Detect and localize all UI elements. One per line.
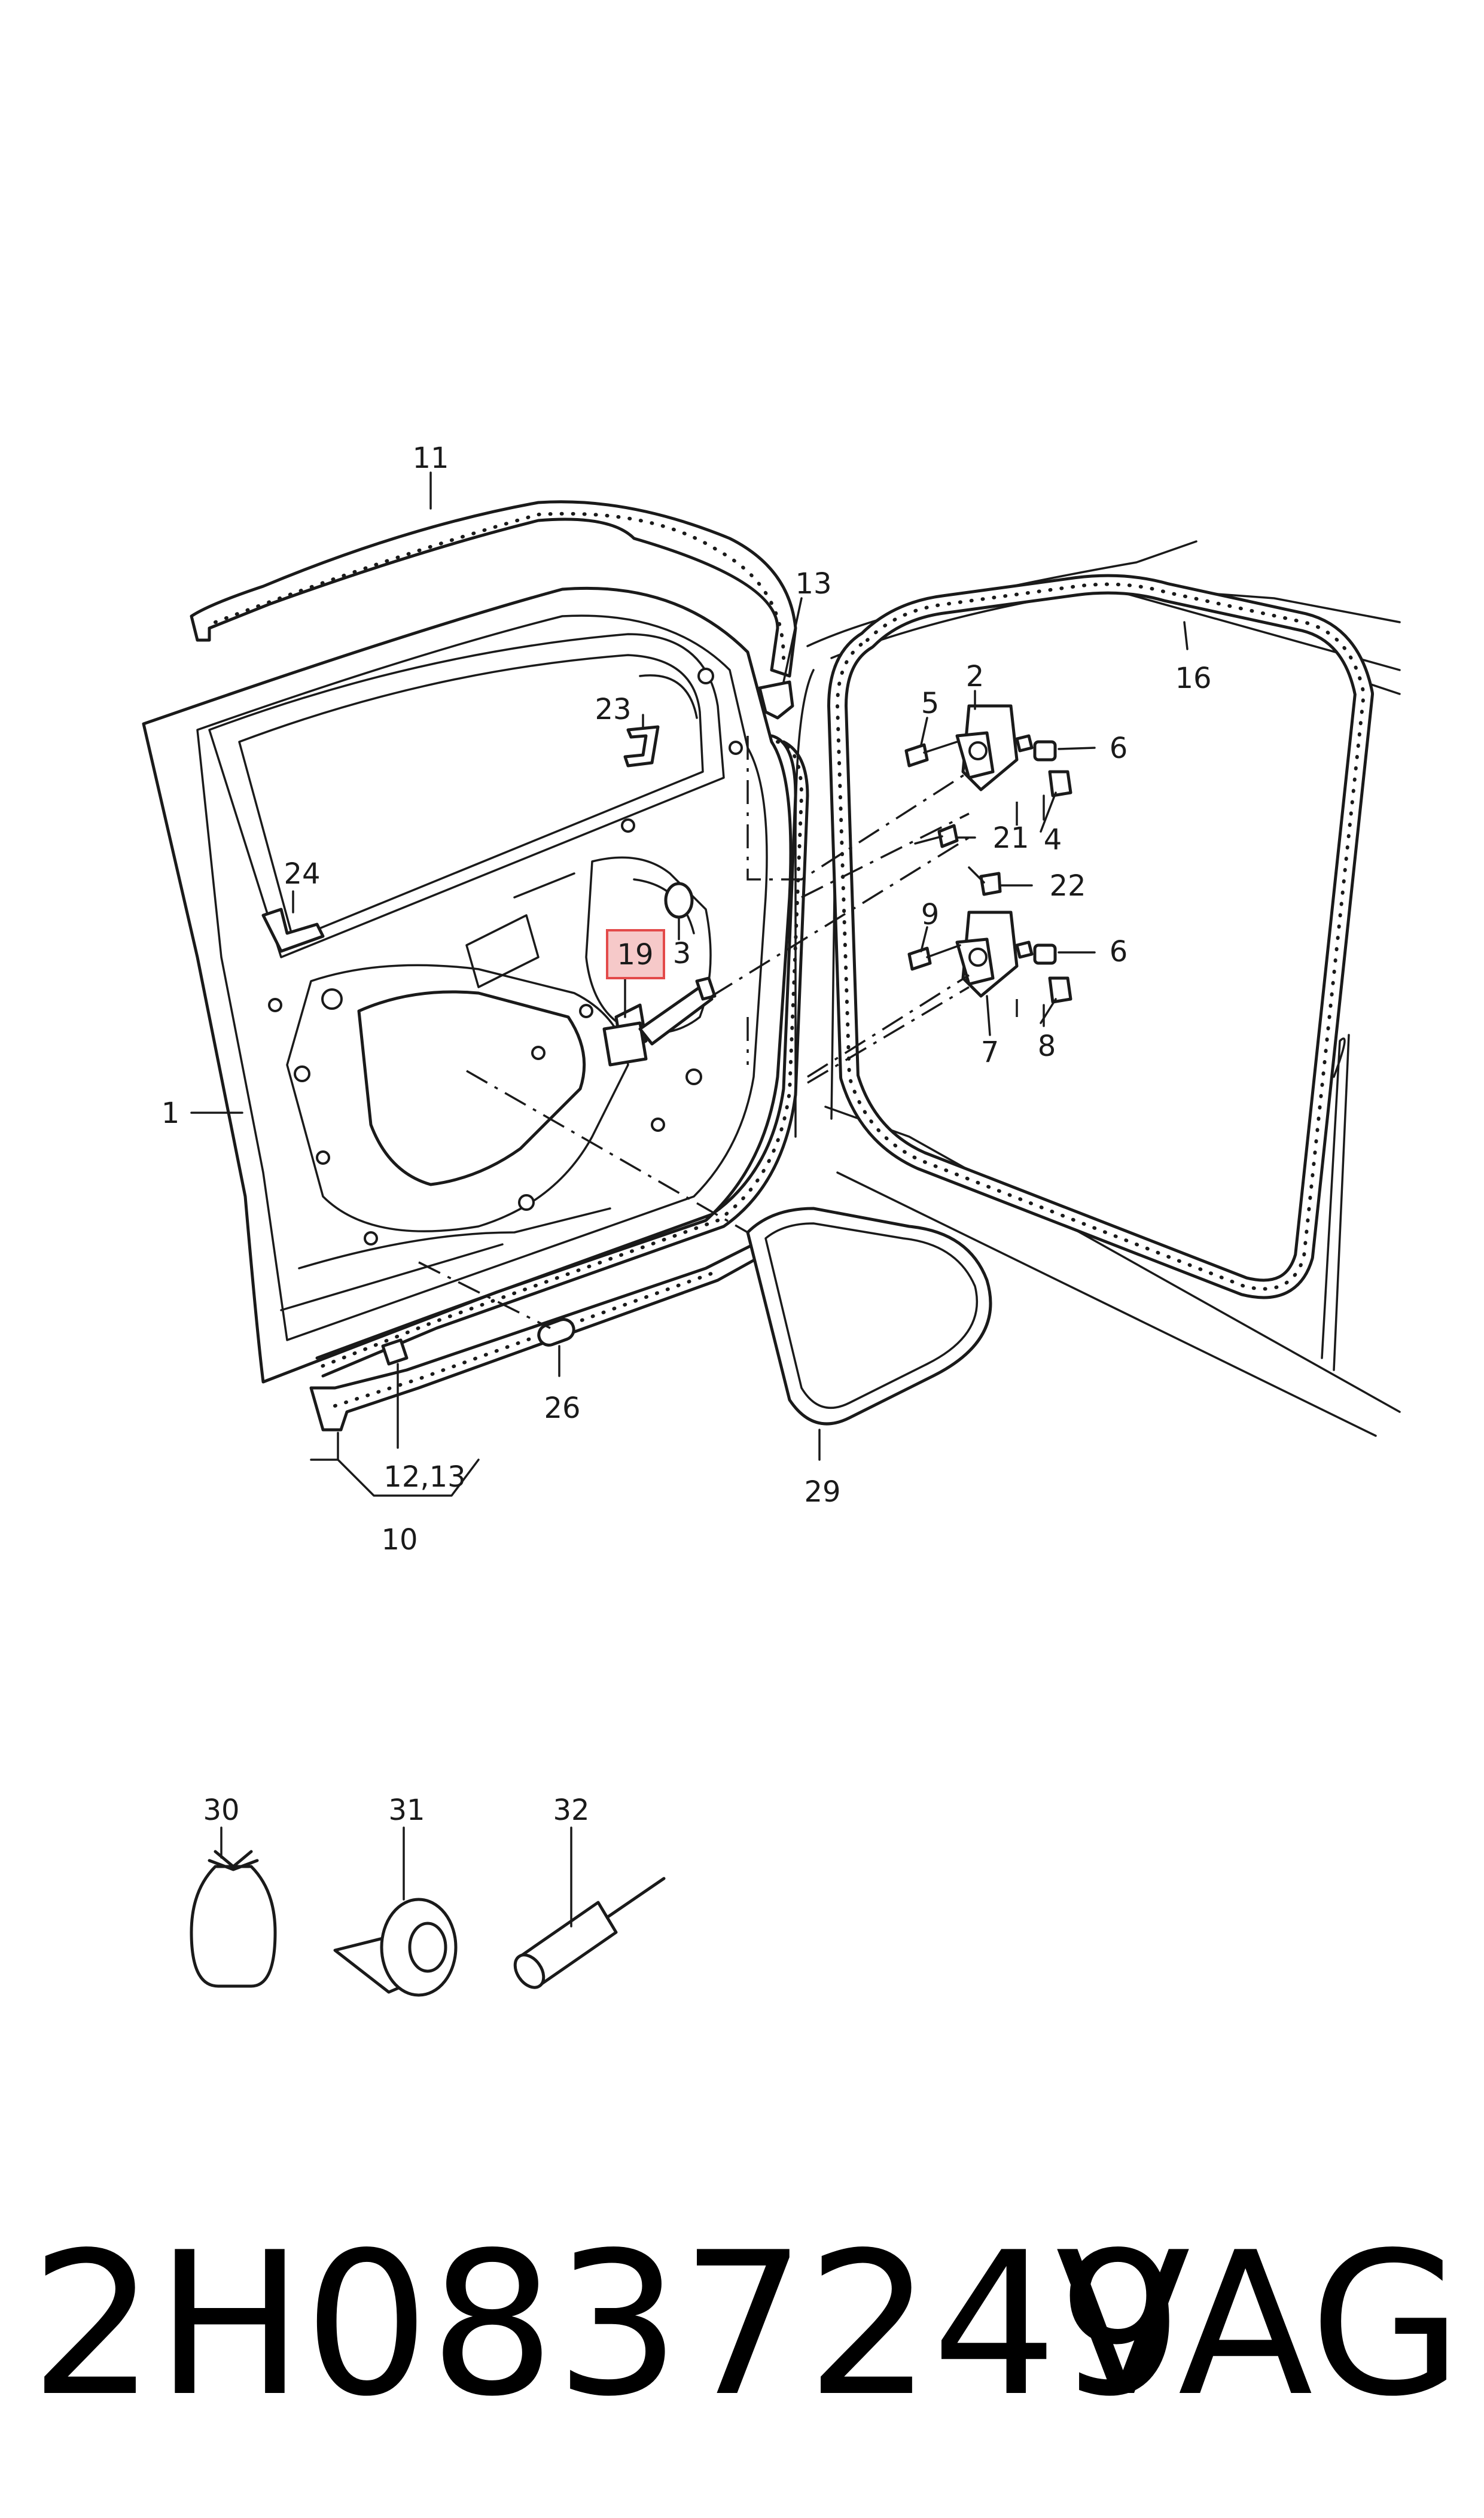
callout-12-13: 12,13 (383, 1460, 465, 1494)
callout-6-upper: 6 (1110, 732, 1128, 765)
plug-3 (664, 882, 694, 919)
hinge-fasteners (904, 740, 1072, 1024)
highlight-box-19 (606, 929, 665, 979)
upper-hinge (955, 704, 1034, 791)
part-number: 2H0837249 (30, 2210, 1183, 2440)
callout-23: 23 (595, 693, 631, 726)
callout-19: 19 (617, 938, 653, 972)
clip-13 (758, 680, 794, 720)
callout-22: 22 (1049, 869, 1086, 903)
adhesive-tape-roll-31 (333, 1898, 458, 1997)
callout-26: 26 (544, 1392, 580, 1425)
callout-7: 7 (981, 1036, 1000, 1069)
callout-6-lower: 6 (1110, 935, 1128, 969)
callout-9: 9 (921, 898, 940, 931)
callout-31: 31 (388, 1794, 425, 1827)
callout-13: 13 (795, 567, 831, 601)
callout-11: 11 (412, 442, 449, 475)
callout-2: 2 (966, 660, 985, 693)
brand-name: VAG (1056, 2210, 1462, 2440)
door-opening-seal (827, 574, 1374, 1299)
callout-3: 3 (673, 937, 691, 970)
insulation-sheet-29 (746, 1207, 992, 1426)
callout-24: 24 (284, 857, 320, 891)
leader-lines (190, 471, 1189, 1928)
plug-26 (537, 1318, 575, 1347)
sealant-cartridge-32 (513, 1877, 666, 1989)
callout-16: 16 (1175, 662, 1211, 695)
callout-8: 8 (1038, 1030, 1056, 1063)
bracket-24 (261, 908, 325, 953)
callout-1: 1 (161, 1097, 180, 1130)
callout-10: 10 (381, 1523, 418, 1557)
callout-29: 29 (804, 1475, 840, 1509)
accessory-bag-30 (190, 1850, 277, 1988)
callout-4: 4 (1044, 823, 1062, 857)
lower-hinge (955, 911, 1034, 998)
clip-12 (381, 1338, 409, 1366)
assembly-lines (418, 736, 1018, 1329)
window-seal (190, 500, 797, 678)
callout-32: 32 (553, 1794, 589, 1827)
door-edge-seal (315, 734, 809, 1378)
callout-5: 5 (921, 687, 940, 720)
door-check-strap (602, 976, 717, 1067)
bracket-23 (623, 725, 660, 768)
callout-21: 21 (992, 821, 1029, 855)
callout-30: 30 (203, 1794, 239, 1827)
door-shell (142, 586, 793, 1384)
